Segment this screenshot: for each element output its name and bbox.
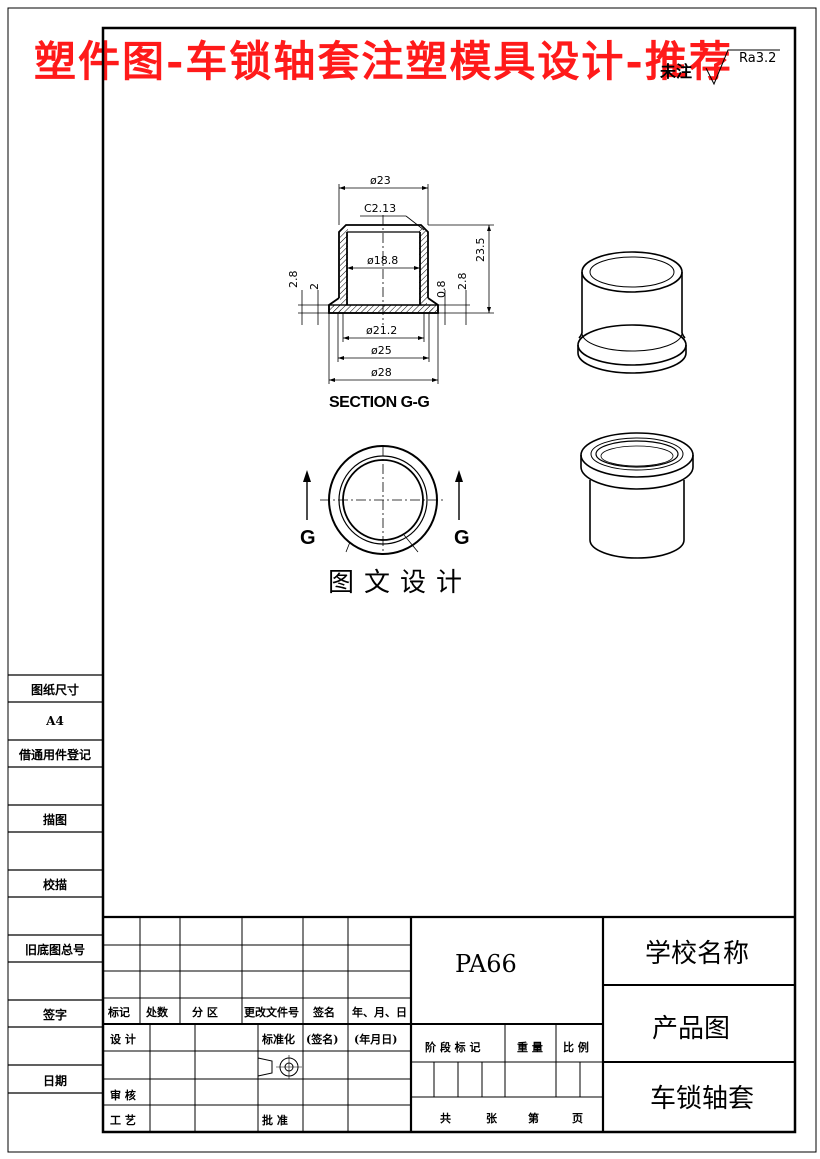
dim-h28-left: 2.8	[287, 270, 300, 289]
dim-h2: 2	[308, 283, 321, 290]
sheet-page: 页	[572, 1112, 583, 1125]
section-label: SECTION G-G	[329, 394, 430, 411]
roughness-symbol	[705, 49, 780, 86]
rev-header-count: 处数	[146, 1006, 168, 1019]
dim-d188: ø18.8	[367, 254, 399, 267]
stage-header-stage: 阶 段 标 记	[425, 1041, 481, 1054]
sheet-total: 共	[440, 1112, 451, 1125]
side-label-trace: 描图	[42, 813, 67, 827]
cut-letter-right: G	[454, 527, 470, 549]
inner-frame	[101, 26, 797, 1134]
roughness-value: Ra3.2	[739, 51, 777, 66]
banner-title: 塑件图-车锁轴套注塑模具设计-推荐	[34, 37, 733, 86]
rev-header-date: 年、月、日	[352, 1006, 407, 1019]
row-review: 审 核	[110, 1089, 136, 1102]
iso-view-bottom	[580, 432, 694, 559]
roughness-note: 未注	[660, 62, 693, 81]
row-date: (年月日)	[354, 1033, 398, 1046]
row-process: 工 艺	[110, 1114, 136, 1127]
side-label-paper-size: 图纸尺寸	[30, 683, 79, 697]
part-name: 车锁轴套	[650, 1084, 755, 1114]
dim-d25: ø25	[371, 344, 392, 357]
side-panel-grid	[8, 674, 103, 1094]
sheet-number: 第	[528, 1112, 539, 1125]
row-design: 设 计	[110, 1033, 136, 1046]
dim-d23: ø23	[370, 174, 391, 187]
side-label-a4: A4	[46, 714, 64, 728]
rev-header-mark: 标记	[108, 1006, 130, 1019]
watermark-text: 图文设计	[328, 568, 473, 598]
side-label-borrow: 借通用件登记	[18, 748, 91, 762]
sheet-zhang: 张	[486, 1112, 497, 1125]
section-view	[298, 184, 494, 384]
dim-d212: ø21.2	[366, 324, 398, 337]
material-value: PA66	[455, 950, 517, 978]
iso-view-top	[577, 251, 687, 374]
stage-header-weight: 重 量	[517, 1041, 543, 1054]
side-label-old-number: 旧底图总号	[24, 943, 85, 957]
title-block-grid	[103, 915, 795, 1132]
outer-border	[7, 7, 817, 1153]
row-standard: 标准化	[262, 1033, 295, 1046]
dim-h235: 23.5	[474, 237, 487, 263]
cut-letter-left: G	[300, 527, 316, 549]
rev-header-doc: 更改文件号	[244, 1006, 299, 1019]
rev-header-sign: 签名	[313, 1006, 335, 1019]
dim-c213: C2.13	[364, 202, 397, 215]
row-sign: (签名)	[306, 1033, 339, 1046]
side-label-check: 校描	[42, 878, 67, 892]
dim-h28-right: 2.8	[456, 272, 469, 291]
row-approve: 批 准	[262, 1114, 288, 1127]
side-label-date: 日期	[42, 1074, 67, 1088]
side-label-signature: 签字	[42, 1008, 67, 1022]
rev-header-zone: 分 区	[192, 1006, 218, 1019]
school-name: 学校名称	[645, 939, 750, 969]
dim-d28: ø28	[371, 366, 392, 379]
stage-header-scale: 比 例	[563, 1041, 589, 1054]
dim-h08: 0.8	[435, 280, 448, 299]
top-view	[303, 445, 463, 555]
drawing-type: 产品图	[652, 1014, 731, 1044]
